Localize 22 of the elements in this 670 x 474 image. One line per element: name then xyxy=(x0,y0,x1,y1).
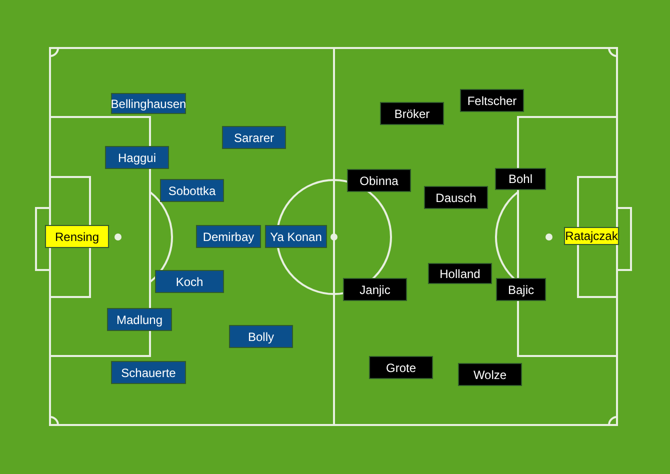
player-name-tag: Grote xyxy=(369,356,433,379)
player-name-tag: Demirbay xyxy=(196,225,261,248)
goalkeeper-name-tag: Rensing xyxy=(45,225,109,248)
player-name-tag: Ya Konan xyxy=(265,225,327,248)
player-name-tag: Sararer xyxy=(222,126,286,149)
player-name-tag: Bajic xyxy=(496,278,546,301)
player-name-tag: Janjic xyxy=(343,278,407,301)
player-name-tag: Wolze xyxy=(458,363,522,386)
player-name-tag: Feltscher xyxy=(460,89,524,112)
player-name-tag: Bolly xyxy=(229,325,293,348)
player-name-tag: Sobottka xyxy=(160,179,224,202)
player-name-tag: Bohl xyxy=(495,168,546,190)
player-name-tag: Obinna xyxy=(347,169,411,192)
player-name-tag: Holland xyxy=(428,263,492,284)
player-name-tag: Haggui xyxy=(105,146,169,169)
player-name-tag: Dausch xyxy=(424,186,488,209)
player-name-tag: Schauerte xyxy=(111,361,186,384)
goalkeeper-name-tag: Ratajczak xyxy=(564,227,619,245)
player-name-tag: Madlung xyxy=(107,308,172,331)
player-name-tag: Koch xyxy=(155,270,224,293)
player-name-tag: Bröker xyxy=(380,102,444,125)
player-name-tag: Bellinghausen xyxy=(111,93,186,114)
